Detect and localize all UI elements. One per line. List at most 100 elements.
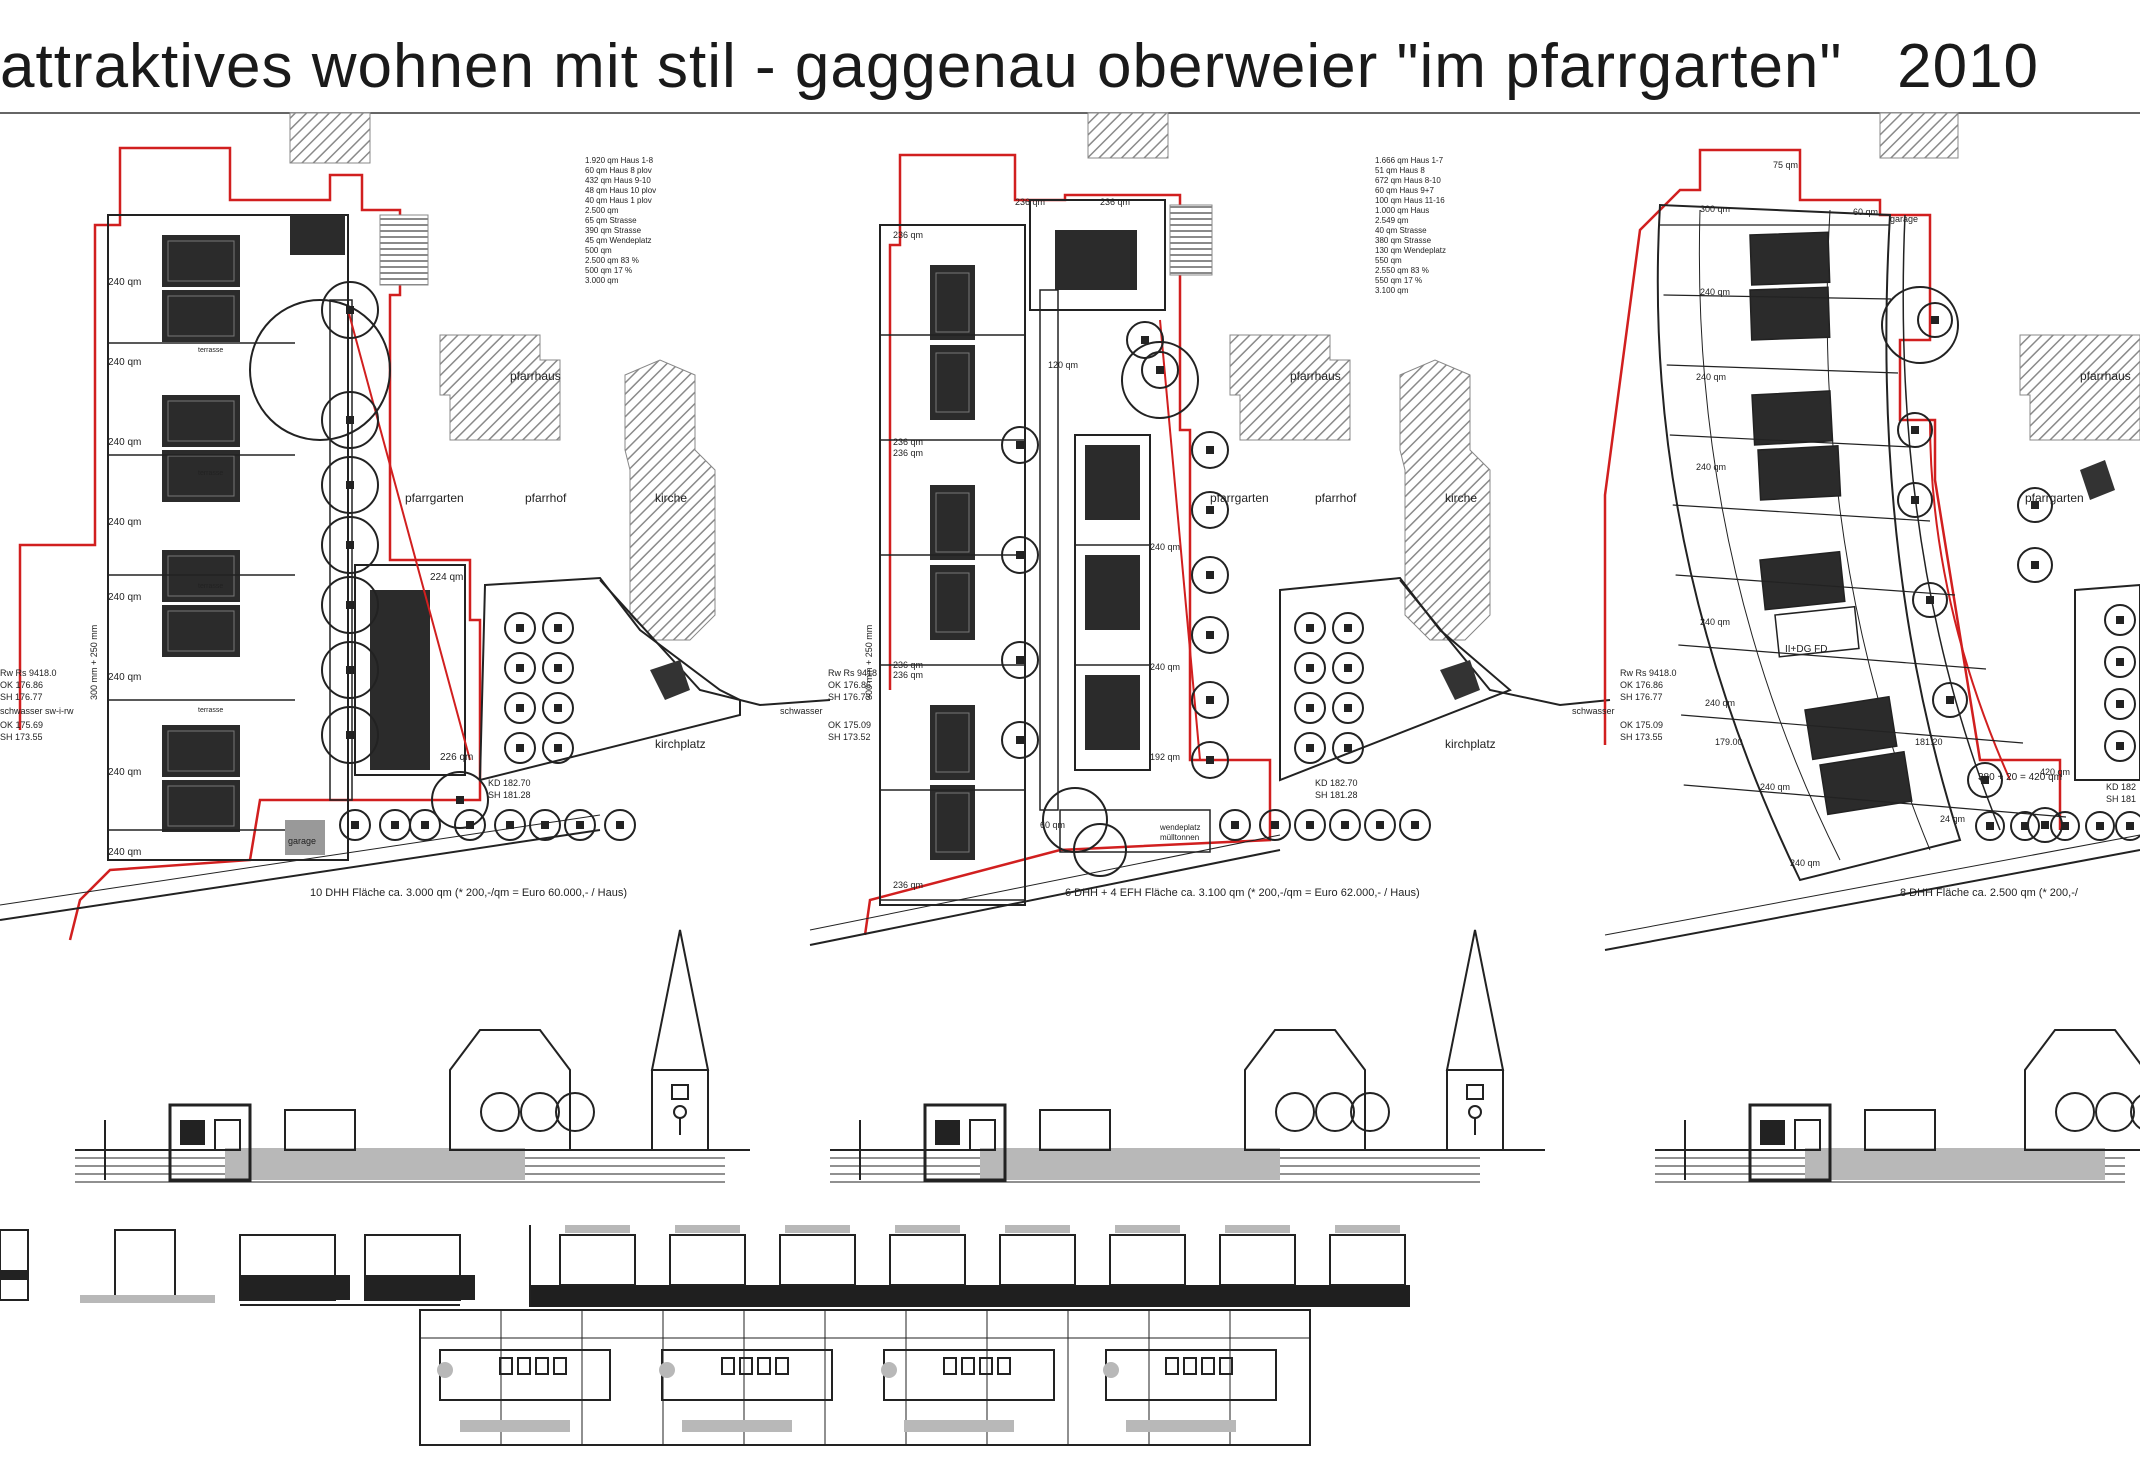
floorplan-unit-0-window-0 <box>499 1357 513 1375</box>
house-dhh-2-inner-5 <box>935 712 970 773</box>
tree-2-6-trunk <box>1206 571 1214 579</box>
tree-2-10 <box>1141 351 1179 389</box>
label-kirche-2: kirche <box>1445 491 1477 505</box>
tree-3-1-trunk <box>1911 426 1919 434</box>
red-connector-1 <box>347 309 471 761</box>
floorplan-unit-3-window-3 <box>1219 1357 1233 1375</box>
house-dhh-3-4 <box>1757 445 1842 501</box>
house-efh-2-3 <box>1085 675 1140 750</box>
floorplan-unit-2-window-1 <box>961 1357 975 1375</box>
elev-1-pergola <box>284 1109 356 1151</box>
tree-3-7-trunk <box>2031 501 2039 509</box>
tree-3-8 <box>2017 547 2053 583</box>
tree-3-4-trunk <box>1946 696 1954 704</box>
pfarrhaus-3 <box>2019 334 2140 441</box>
elev-3-tree-0 <box>2055 1092 2095 1132</box>
title-text: attraktives wohnen mit stil - gaggenau o… <box>0 32 1843 101</box>
kirchplatz-outline-2 <box>1279 576 1512 782</box>
grid-tree-2-0-0 <box>1294 612 1326 644</box>
tree-3-2-trunk <box>1911 496 1919 504</box>
floorplan-unit-terrace-1 <box>682 1420 792 1432</box>
section-main-roof-2 <box>785 1225 850 1233</box>
grid-tree-1-0-1 <box>542 612 574 644</box>
house-dhh-3-2 <box>1749 286 1831 341</box>
terrace-label-1-1: terrasse <box>198 470 223 477</box>
house-dhh-2-2 <box>930 345 975 420</box>
curved-road-3 <box>1902 214 2001 831</box>
area-label-3-6: 240 qm <box>1700 617 1730 627</box>
tree-1-1-trunk <box>346 416 354 424</box>
elev-2-church-clock <box>1466 1084 1484 1100</box>
grid-tree-2-0-1-trunk <box>1344 624 1352 632</box>
area-label-3-7: 240 qm <box>1705 698 1735 708</box>
label-rw-1: Rw Rs 9418.0 <box>0 668 57 678</box>
row-tree-1-0 <box>339 809 371 841</box>
grid-tree-1-1-0-trunk <box>516 664 524 672</box>
floorplan-unit-terrace-2 <box>904 1420 1014 1432</box>
house-efh-2-1 <box>1085 445 1140 520</box>
row-tree-1-6 <box>564 809 596 841</box>
stat-1-0: 1.920 qm Haus 1-8 <box>585 156 654 165</box>
house-dhh-inner-3 <box>167 400 235 442</box>
road-edge-3b <box>1604 834 2140 936</box>
kirche-1 <box>624 359 716 641</box>
label-kd-1: KD 182.70 <box>488 778 531 788</box>
elev-1-church-tower <box>651 1069 709 1151</box>
floorplan-unit-0-window-2 <box>535 1357 549 1375</box>
tree-3-5 <box>1967 762 2003 798</box>
house-dhh-inner-7 <box>167 730 235 772</box>
area-label-3-4: 240 qm <box>1696 372 1726 382</box>
label-sh-2: SH 176.73 <box>828 692 871 702</box>
area-label-1-4: 240 qm <box>108 592 141 603</box>
grid-tree-3-0-trunk <box>2116 616 2124 624</box>
stat-1-5: 2.500 qm <box>585 206 619 215</box>
section-small-0-slab <box>0 1270 28 1280</box>
label-dist-1: 300 mm + 250 mm <box>89 625 99 700</box>
tree-1-3 <box>321 516 379 574</box>
elev-1-tree-2 <box>555 1092 595 1132</box>
grid-tree-3-2-trunk <box>2116 700 2124 708</box>
tree-2-9-trunk <box>1206 756 1214 764</box>
stat-2-2: 672 qm Haus 8-10 <box>1375 176 1441 185</box>
house-dhh-2-1 <box>930 265 975 340</box>
house-dhh-2-5 <box>930 705 975 780</box>
tree-3-5-trunk <box>1981 776 1989 784</box>
row-tree-1-6-trunk <box>576 821 584 829</box>
row-tree-3-3 <box>2085 811 2115 841</box>
tree-1-0-trunk <box>346 306 354 314</box>
label-rw-3: Rw Rs 9418.0 <box>1620 668 1677 678</box>
elev-1-tree-0 <box>480 1092 520 1132</box>
parcel-divider-3-7 <box>1681 714 2024 744</box>
pfarrhaus-1 <box>439 334 561 441</box>
label-dist-2: 300 mm + 250 mm <box>864 625 874 700</box>
grid-tree-3-3 <box>2104 730 2136 762</box>
neighbour-shed-1 <box>379 214 429 286</box>
house-dhh-3-7 <box>1804 695 1898 761</box>
site-plan-variant-3: pfarrhaus pfarrgarten garage Rw Rs 9418.… <box>1572 112 2140 951</box>
stat-2-13: 3.100 qm <box>1375 286 1409 295</box>
grid-tree-2-3-0 <box>1294 732 1326 764</box>
elev-2-tree-0 <box>1275 1092 1315 1132</box>
floorplan-unit-terrace-0 <box>460 1420 570 1432</box>
house-block-east-1 <box>370 590 430 770</box>
garage-grey-1 <box>285 820 325 855</box>
area-label-1-2: 240 qm <box>108 437 141 448</box>
grid-tree-2-1-0-trunk <box>1306 664 1314 672</box>
elev-3-tree-1 <box>2095 1092 2135 1132</box>
row-tree-3-2-trunk <box>2061 822 2069 830</box>
tree-1-5 <box>321 641 379 699</box>
section-small-1-ground <box>80 1295 215 1303</box>
label-kirchplatz-1: kirchplatz <box>655 737 706 751</box>
label-ok2-1: OK 175.69 <box>0 720 43 730</box>
elev-1-church-clock <box>671 1084 689 1100</box>
footpath-1 <box>599 579 831 707</box>
poster-title: attraktives wohnen mit stil - gaggenau o… <box>0 22 2140 112</box>
label-garage-3: garage <box>1890 214 1918 224</box>
house-efh-2-2 <box>1085 555 1140 630</box>
row-tree-3-4 <box>2115 811 2140 841</box>
house-dhh-3-8 <box>1819 750 1913 816</box>
tree-2-7-trunk <box>1206 631 1214 639</box>
road-edge-2b <box>809 834 1281 931</box>
area-label-1-3: 240 qm <box>108 517 141 528</box>
